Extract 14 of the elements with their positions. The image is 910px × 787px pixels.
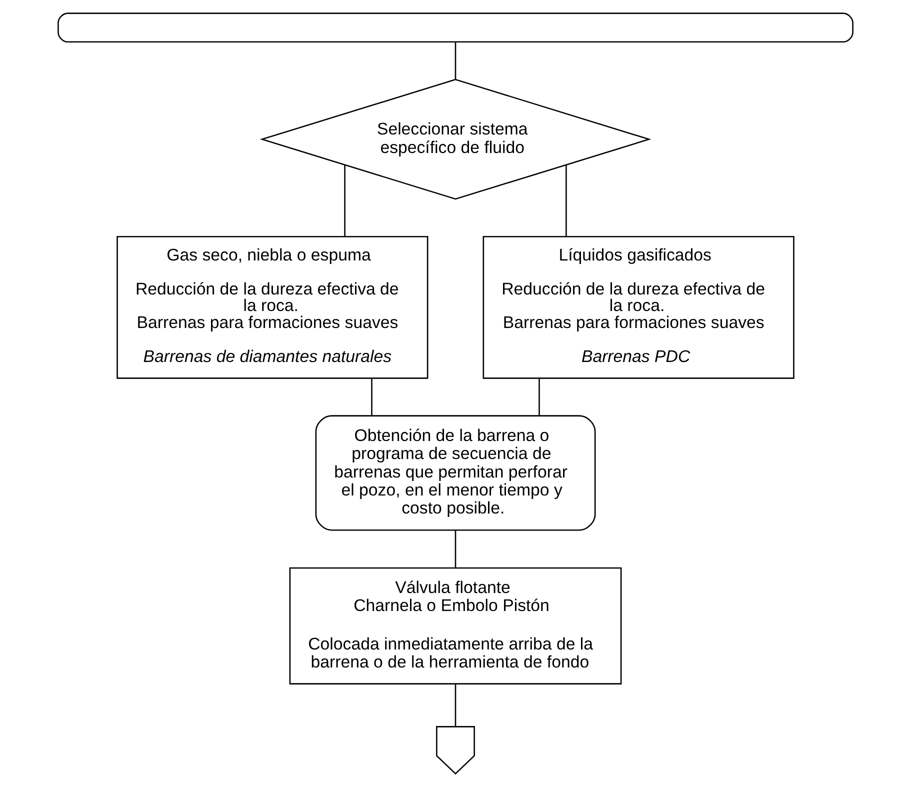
node-box (57, 12, 853, 43)
node-box: Válvula flotante Charnela o Embolo Pistón Colocada inmediatamente arriba de la barrena o de la herramienta de fondo (288, 567, 622, 684)
connector (454, 42, 456, 80)
connector (454, 530, 456, 568)
node-diamond: Seleccionar sistema específico de fluido (259, 78, 651, 200)
connector (565, 165, 566, 236)
connector (454, 684, 456, 726)
node-box: Gas seco, niebla o espuma Reducción de la dureza efectiva de la roca. Barrenas para formaciones suaves Barrenas de diamantes naturales (116, 236, 428, 379)
connector (344, 165, 345, 236)
connector (538, 378, 540, 416)
node-box: Obtención de la barrena o programa de secuencia de barrenas que permitan perforar el pozo, en el menor tiempo y costo posible. (314, 415, 596, 531)
node-pentagon (436, 726, 474, 775)
connector (370, 378, 372, 416)
node-box: Líquidos gasificados Reducción de la dureza efectiva de la roca. Barrenas para formaciones suaves Barrenas PDC (482, 236, 794, 379)
